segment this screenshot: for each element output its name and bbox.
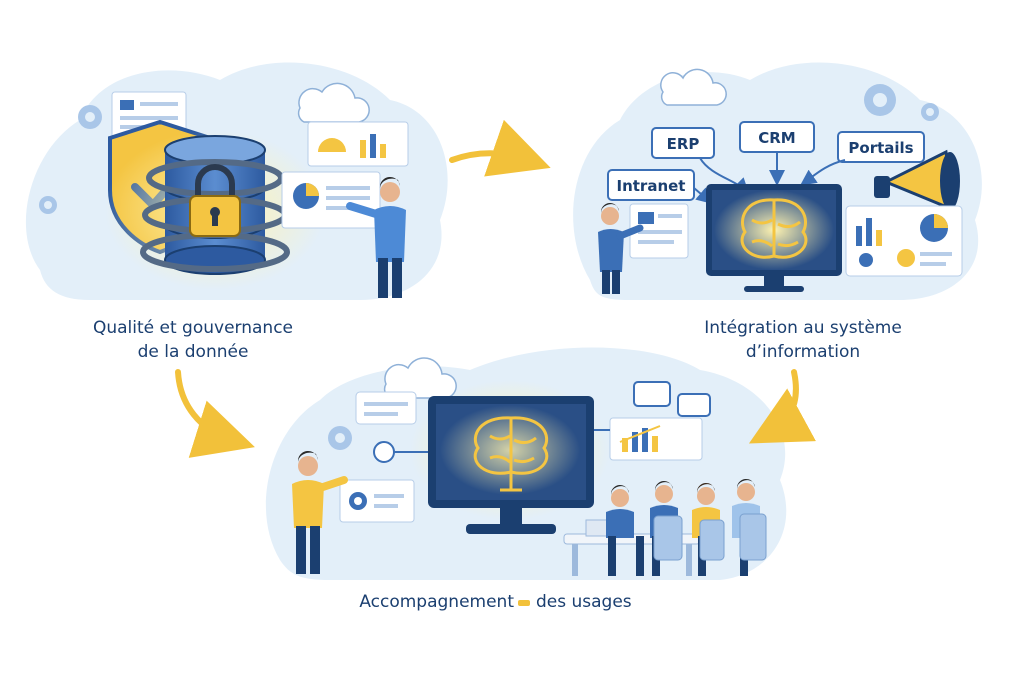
caption-quality: Qualité et gouvernance de la donnée [78,316,308,364]
caption-adoption-text-right: des usages [536,592,632,612]
chairs [653,513,767,561]
settings-card [339,479,415,523]
brain-tree-icon [473,416,549,492]
stage-quality-illustration [25,62,448,300]
brain-icon [740,198,808,259]
gear-icon [39,105,102,214]
caption-quality-line-2: de la donnée [137,342,249,362]
caption-integration-line-1: Intégration au système [704,318,902,338]
system-node-label: ERP [667,135,700,153]
system-node-portails [837,131,925,163]
system-node-label: Portails [848,139,913,157]
person-icon [598,202,644,294]
megaphone-icon [874,149,960,213]
gear-icon [328,426,352,450]
node-dot [373,441,395,463]
arrow-quality-to-adoption [175,369,255,458]
caption-quality-line-1: Qualité et gouvernance [92,318,294,338]
padlock-icon [189,164,241,237]
arrow-integration-to-adoption [748,369,816,444]
person-icon [346,176,406,298]
arrow-quality-to-integration [449,119,551,177]
caption-adoption-right: des usages [536,590,656,614]
caption-adoption-left: Accompagnement [338,590,514,614]
chat-bubble [355,391,417,425]
caption-divider-arrow [518,600,530,606]
stage-adoption-illustration [265,347,787,580]
caption-integration: Intégration au système d’information [688,316,918,364]
system-node-intranet [607,169,695,201]
gear-icon [864,84,939,121]
caption-integration-line-2: d’information [745,342,861,362]
system-node-erp [651,127,715,159]
chat-icon [633,381,711,417]
stage-integration-illustration: ERP CRM Portails Intranet [573,62,982,300]
caption-adoption-text-left: Accompagnement [359,592,514,612]
system-node-label: Intranet [617,177,686,195]
flow-arrows [175,119,816,458]
cloud-icon [660,68,727,106]
system-node-label: CRM [758,129,796,147]
presenter-icon [292,450,348,574]
